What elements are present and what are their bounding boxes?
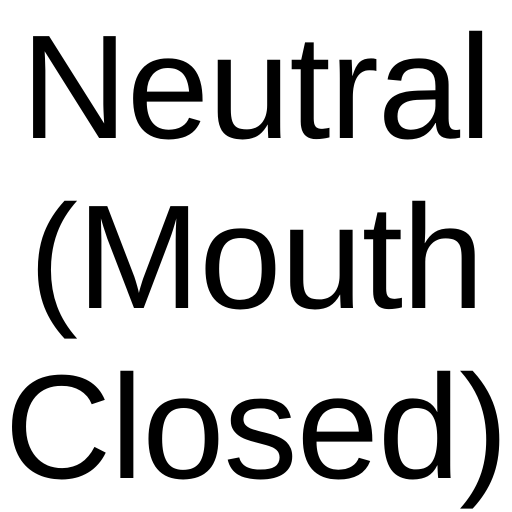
- label-line-3: Closed): [4, 345, 509, 510]
- label-line-1: Neutral: [20, 5, 492, 170]
- label-line-2: (Mouth: [28, 175, 485, 340]
